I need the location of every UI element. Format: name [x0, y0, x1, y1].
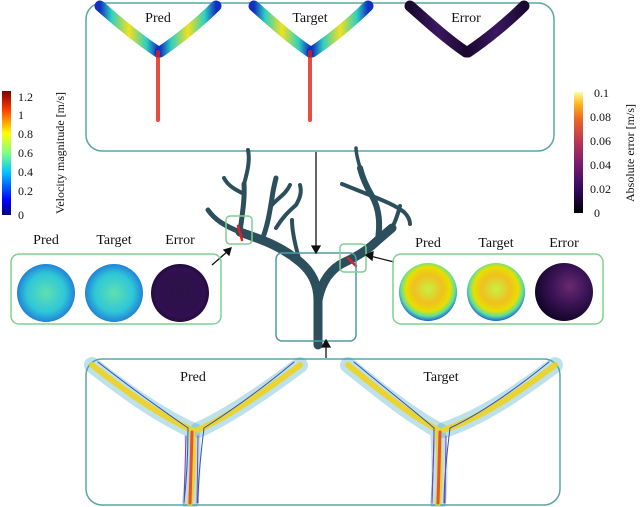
left-error-label: Error: [165, 233, 195, 248]
error-tick: 0: [594, 206, 600, 220]
bottom-target-streamlines: [340, 357, 563, 507]
bottom-panel-frame: [85, 358, 561, 506]
error-tick: 0.06: [590, 134, 611, 148]
left-error-disc: [151, 264, 209, 322]
velocity-tick: 1.2: [18, 90, 33, 104]
left-crop-box: [225, 215, 253, 245]
left-target-label: Target: [96, 233, 131, 248]
velocity-tick: 0: [18, 208, 24, 222]
error-tick: 0.04: [590, 158, 611, 172]
top-error-label: Error: [451, 11, 481, 26]
bottom-panel: Pred Target: [84, 357, 563, 507]
right-target-label: Target: [478, 236, 513, 251]
error-colorbar-label: Absolute error [m/s]: [623, 104, 637, 202]
top-pred-label: Pred: [145, 11, 171, 26]
velocity-colorbar-gradient: [2, 91, 11, 215]
left-panel-frame: [10, 253, 222, 325]
velocity-tick: 0.2: [18, 184, 33, 198]
right-pred-label: Pred: [415, 236, 441, 251]
error-colorbar-ticks: 0 0.02 0.04 0.06 0.08 0.1: [590, 86, 611, 220]
right-panel: Pred Target Error: [392, 236, 604, 325]
top-panel: Pred Target Error: [85, 0, 555, 155]
bottom-pred-label: Pred: [180, 370, 206, 385]
vessel-tree: [205, 146, 412, 350]
velocity-tick: 0.4: [18, 165, 33, 179]
velocity-colorbar-label: Velocity magnitude [m/s]: [53, 92, 67, 214]
velocity-tick: 0.8: [18, 127, 33, 141]
velocity-tick: 1: [18, 108, 24, 122]
bottom-pred-streamlines: [84, 357, 308, 507]
error-tick: 0.02: [590, 182, 611, 196]
right-target-disc: [467, 263, 525, 321]
right-panel-frame: [392, 253, 604, 325]
left-panel: Pred Target Error: [10, 233, 222, 325]
right-crop-box: [339, 243, 367, 273]
top-pred-vessel: [94, 0, 222, 155]
left-pred-disc: [17, 264, 75, 322]
right-error-label: Error: [549, 236, 579, 251]
right-pred-disc: [399, 263, 457, 321]
top-error-vessel: [404, 0, 530, 155]
error-tick: 0.08: [590, 110, 611, 124]
velocity-colorbar: 0 0.2 0.4 0.6 0.8 1 1.2 Velocity magnitu…: [2, 90, 67, 222]
left-pred-label: Pred: [33, 233, 59, 248]
error-tick: 0.1: [594, 86, 609, 100]
left-target-disc: [85, 264, 143, 322]
velocity-tick: 0.6: [18, 146, 33, 160]
top-target-vessel: [248, 0, 374, 155]
right-error-disc: [535, 263, 593, 321]
bottom-target-label: Target: [423, 370, 458, 385]
top-panel-frame: [85, 2, 555, 152]
top-target-label: Target: [292, 11, 327, 26]
velocity-colorbar-ticks: 0 0.2 0.4 0.6 0.8 1 1.2: [18, 90, 33, 222]
error-colorbar: 0 0.02 0.04 0.06 0.08 0.1 Absolute error…: [574, 86, 637, 220]
error-colorbar-gradient: [574, 92, 583, 213]
arrows: [211, 152, 395, 358]
